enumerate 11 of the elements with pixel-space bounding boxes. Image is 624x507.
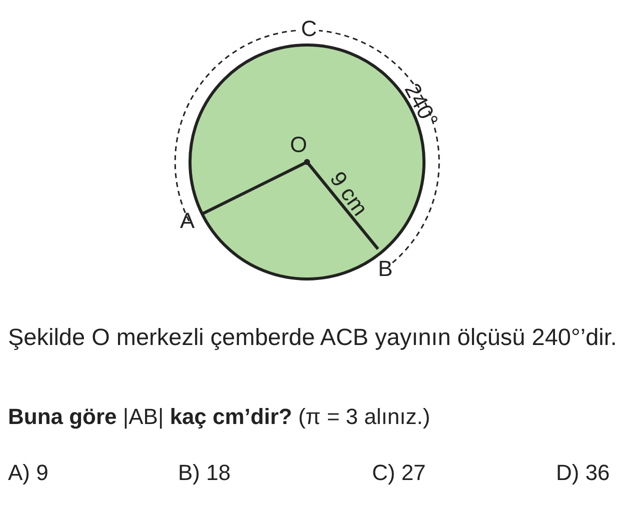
angle-label: 240°	[400, 80, 442, 131]
answer-option: B) 18	[178, 462, 231, 484]
length-label: 9 cm	[326, 168, 372, 220]
point-label: O	[290, 134, 308, 156]
answer-option: D) 36	[556, 462, 610, 484]
answer-option: A) 9	[8, 462, 48, 484]
question-text: Buna göre |AB| kaç cm’dir? (π = 3 alınız.)	[8, 406, 430, 428]
point-label: A	[180, 210, 195, 232]
point-label: B	[378, 258, 393, 280]
question-text: Şekilde O merkezli çemberde ACB yayının ölçüsü 240°’dir.	[8, 323, 618, 352]
answer-option: C) 27	[372, 462, 426, 484]
